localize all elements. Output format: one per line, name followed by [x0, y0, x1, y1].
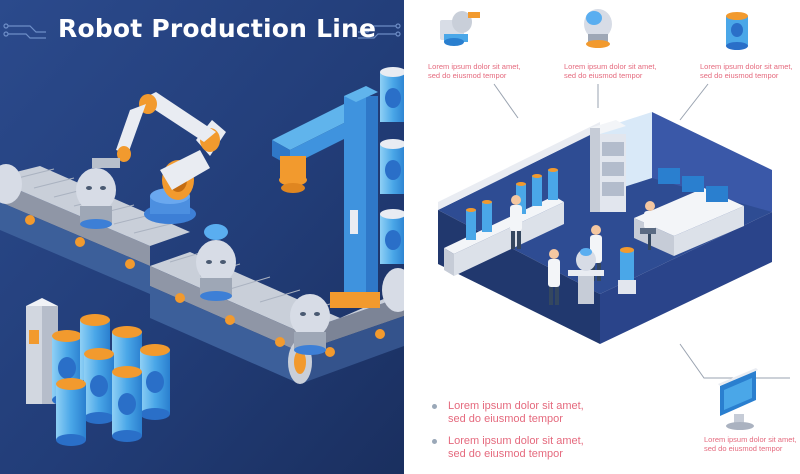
robot-head — [76, 168, 116, 229]
robot-head — [0, 164, 22, 204]
caption-line: sed do eiusmod tempor — [428, 71, 507, 80]
robot-head — [290, 294, 330, 355]
robot-arm — [92, 92, 226, 224]
caption-bottom-right: Lorem ipsum dolor sit amet, sed do eiusm… — [704, 435, 797, 453]
caption-line: sed do eiusmod tempor — [700, 71, 779, 80]
assembly-gantry — [272, 86, 380, 308]
bullet-caption-1: Lorem ipsum dolor sit amet, sed do eiusm… — [432, 400, 584, 426]
brain-capsule-icon — [726, 12, 748, 50]
lab-cabinet-left — [444, 168, 564, 276]
page-title: Robot Production Line — [58, 14, 377, 43]
caption-top-right: Lorem ipsum dolor sit amet, sed do eiusm… — [700, 62, 793, 80]
robot-arm-with-head-icon — [440, 11, 480, 46]
brain-capsule — [618, 247, 636, 294]
robot-head — [382, 268, 404, 312]
scientist-seated — [640, 201, 656, 250]
circuit-decoration-left — [3, 23, 46, 39]
caption-top-center: Lorem ipsum dolor sit amet, sed do eiusm… — [564, 62, 657, 80]
caption-line: Lorem ipsum dolor sit amet, — [448, 400, 584, 412]
bullet-dot — [432, 404, 437, 409]
scientist — [548, 249, 560, 305]
brain-capsule-cluster — [52, 314, 170, 446]
brain-capsule-column — [380, 67, 404, 264]
caption-line: sed do eiusmod tempor — [448, 448, 563, 460]
caption-line: sed do eiusmod tempor — [704, 444, 783, 453]
lab-shelf — [590, 120, 626, 212]
robot-head — [196, 224, 236, 301]
caption-line: Lorem ipsum dolor sit amet, — [704, 435, 797, 444]
caption-line: Lorem ipsum dolor sit amet, — [428, 62, 521, 71]
caption-line: Lorem ipsum dolor sit amet, — [448, 435, 584, 447]
laboratory-panel: Lorem ipsum dolor sit amet, sed do eiusm… — [404, 0, 800, 474]
caption-line: Lorem ipsum dolor sit amet, — [700, 62, 793, 71]
caption-line: sed do eiusmod tempor — [564, 71, 643, 80]
robot-on-table — [568, 248, 604, 304]
monitor-icon — [718, 368, 758, 430]
connector-lines — [493, 83, 790, 379]
bullet-dot — [432, 439, 437, 444]
workstation-desk — [634, 168, 744, 256]
control-cabinet — [26, 298, 58, 404]
laboratory-illustration — [438, 9, 790, 430]
production-line-panel: Robot Production Line — [0, 0, 404, 474]
circuit-decoration-right — [358, 23, 401, 39]
bullet-caption-2: Lorem ipsum dolor sit amet, sed do eiusm… — [432, 435, 584, 461]
caption-line: sed do eiusmod tempor — [448, 413, 563, 425]
production-line-illustration — [0, 0, 404, 474]
caption-top-left: Lorem ipsum dolor sit amet, sed do eiusm… — [428, 62, 521, 80]
robot-head-icon — [584, 9, 612, 48]
scientist — [510, 195, 522, 249]
caption-line: Lorem ipsum dolor sit amet, — [564, 62, 657, 71]
